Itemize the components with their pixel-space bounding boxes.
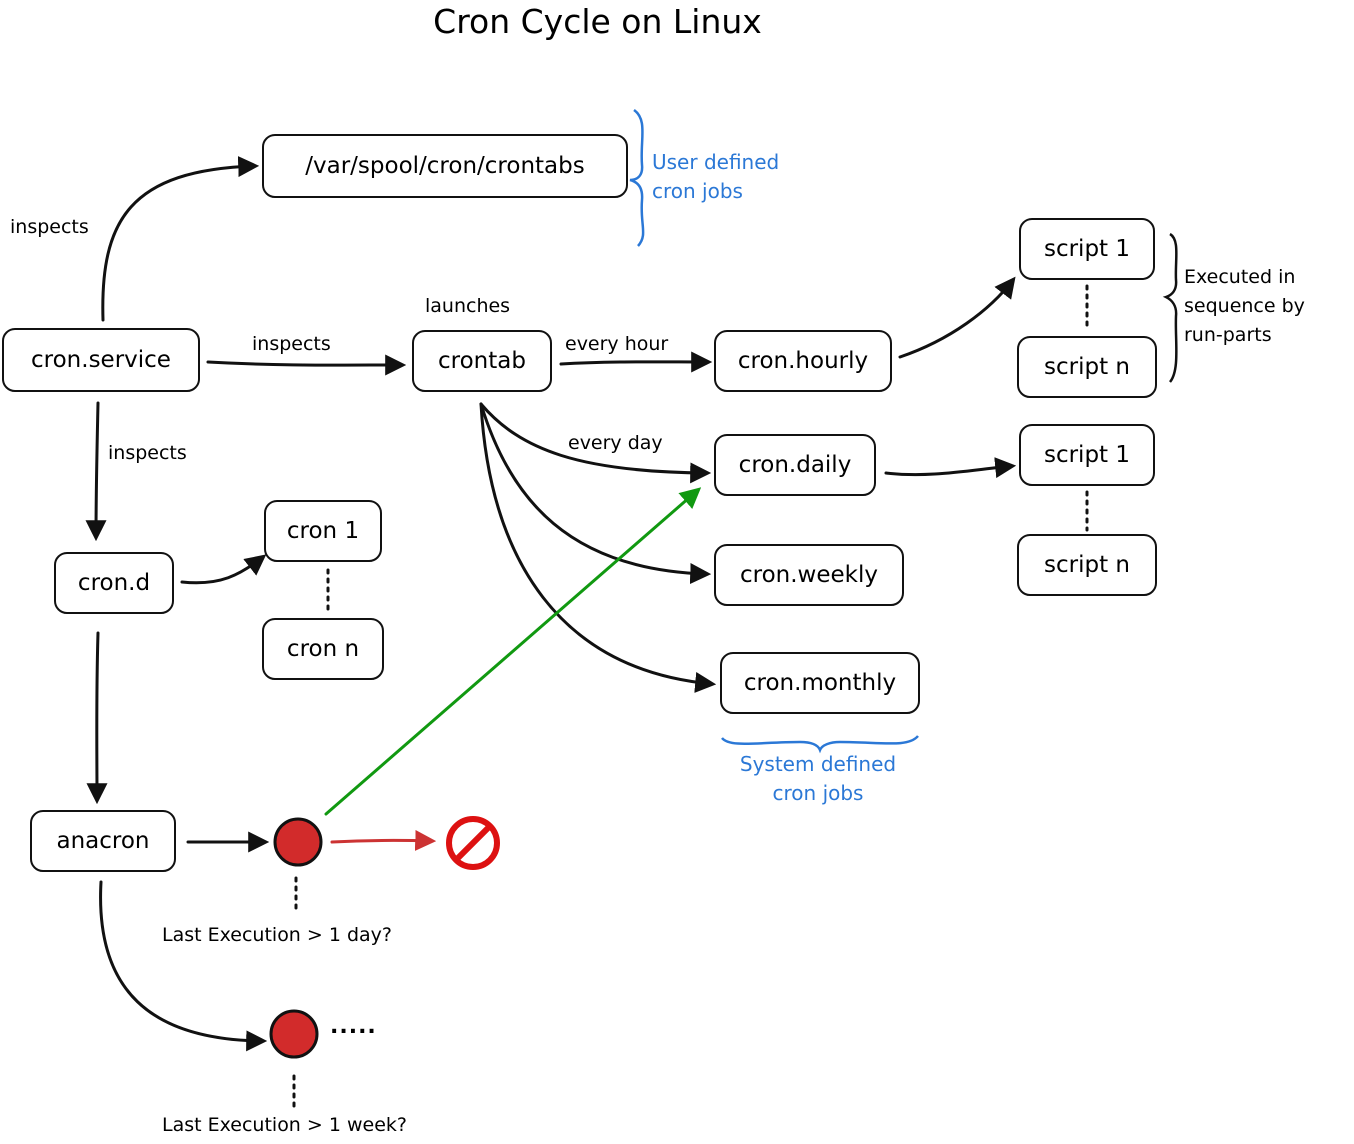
arrow-anacron-to-decision-week <box>99 880 268 1052</box>
arrow-crontab-to-monthly <box>479 402 717 693</box>
annotation-run-parts-line2: sequence by <box>1184 295 1305 317</box>
node-cron-hourly: cron.hourly <box>714 330 892 392</box>
annotation-user-defined-line2: cron jobs <box>652 179 743 203</box>
node-daily-script-1: script 1 <box>1019 424 1155 486</box>
annotation-run-parts: Executed in sequence by run-parts <box>1184 263 1305 350</box>
node-hourly-script-n: script n <box>1017 336 1157 398</box>
node-cron-weekly: cron.weekly <box>714 544 904 606</box>
label-last-execution-week: Last Execution > 1 week? <box>162 1114 407 1136</box>
arrow-crontab-to-hourly <box>559 351 713 373</box>
node-hourly-script-1: script 1 <box>1019 218 1155 280</box>
label-every-hour: every hour <box>565 333 669 355</box>
node-cron-service: cron.service <box>2 328 200 392</box>
decision-day-node <box>273 817 323 867</box>
node-cron-daily: cron.daily <box>714 434 876 496</box>
arrow-crond-to-cron1 <box>180 554 267 585</box>
annotation-run-parts-line1: Executed in <box>1184 266 1296 288</box>
brace-user-defined <box>629 108 645 247</box>
node-cron-monthly: cron.monthly <box>720 652 920 714</box>
label-inspects-crontab: inspects <box>252 333 331 355</box>
annotation-user-defined: User defined cron jobs <box>652 148 779 206</box>
diagram-title: Cron Cycle on Linux <box>433 2 762 41</box>
arrow-hourly-to-script <box>898 276 1016 359</box>
brace-run-parts <box>1162 232 1178 383</box>
node-anacron: anacron <box>30 810 176 872</box>
arrow-service-to-crond <box>85 401 107 542</box>
annotation-system-defined-line2: cron jobs <box>772 781 864 805</box>
label-last-execution-day: Last Execution > 1 day? <box>162 924 393 946</box>
brace-system-defined <box>721 735 919 754</box>
annotation-system-defined: System defined cron jobs <box>728 750 908 808</box>
node-daily-script-n: script n <box>1017 534 1157 596</box>
ellipsis-continuation: ..... <box>330 1014 377 1039</box>
arrow-crontab-to-weekly <box>479 402 712 584</box>
node-cron-1: cron 1 <box>264 500 382 562</box>
label-launches: launches <box>425 295 511 317</box>
label-inspects-crond: inspects <box>108 442 187 464</box>
annotation-run-parts-line3: run-parts <box>1184 324 1272 346</box>
arrow-service-to-crontab <box>206 354 407 376</box>
node-cron-d: cron.d <box>54 552 174 614</box>
arrow-daily-to-script <box>884 457 1017 479</box>
arrow-decision-to-daily <box>324 487 702 816</box>
node-crontab: crontab <box>412 330 552 392</box>
annotation-system-defined-line1: System defined <box>739 752 897 776</box>
arrow-crontab-to-daily <box>479 402 712 484</box>
annotation-user-defined-line1: User defined <box>652 150 780 174</box>
arrow-service-to-spool <box>101 156 260 322</box>
arrow-decision-to-stop <box>330 829 437 851</box>
node-cron-n: cron n <box>262 618 384 680</box>
label-every-day: every day <box>568 432 663 454</box>
arrow-crond-to-anacron <box>86 631 108 805</box>
node-spool-crontabs: /var/spool/cron/crontabs <box>262 134 628 198</box>
decision-week-node <box>269 1009 319 1059</box>
stop-icon <box>446 816 500 870</box>
label-inspects-spool: inspects <box>10 216 89 238</box>
